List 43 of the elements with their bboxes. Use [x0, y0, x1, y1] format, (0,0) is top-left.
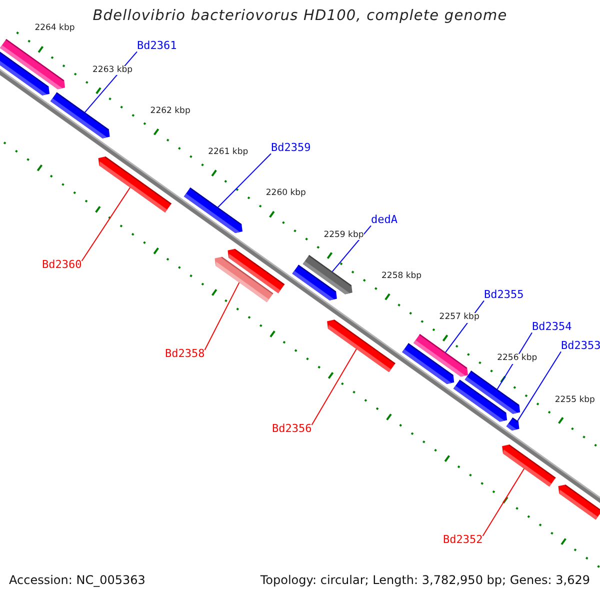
- position-label: 2263 kbp: [92, 66, 133, 76]
- gene-feature: [558, 484, 600, 520]
- gene-label: Bd2358: [165, 348, 205, 361]
- gene-feature: [327, 320, 396, 372]
- gene-feature: [506, 417, 520, 430]
- position-label: 2259 kbp: [324, 230, 364, 240]
- position-label: 2261 kbp: [208, 148, 248, 158]
- gene-feature: [402, 343, 454, 384]
- leader-line: [204, 282, 240, 350]
- position-label: 2257 kbp: [439, 313, 480, 323]
- leader-line: [81, 187, 131, 262]
- gene-label: dedA: [371, 214, 398, 227]
- gene-label: Bd2360: [42, 259, 82, 272]
- gene-label: Bd2352: [443, 534, 483, 547]
- gene-feature: [184, 187, 242, 234]
- accession-text: Accession: NC_005363: [9, 574, 146, 588]
- gene-label: Bd2353: [561, 340, 600, 353]
- position-label: 2260 kbp: [266, 189, 306, 200]
- gene-feature: [50, 92, 110, 138]
- gene-label: Bd2355: [484, 289, 524, 302]
- position-label: 2262 kbp: [150, 106, 190, 117]
- gene-feature: [453, 380, 508, 422]
- genome-summary-text: Topology: circular; Length: 3,782,950 bp; Genes: 3,629: [260, 574, 590, 588]
- gene-feature: [214, 256, 274, 302]
- gene-label: Bd2359: [271, 142, 311, 155]
- gene-label: Bd2354: [532, 321, 572, 334]
- position-label: 2258 kbp: [382, 272, 422, 282]
- gene-label: Bd2356: [272, 423, 312, 436]
- gene-feature: [98, 156, 172, 212]
- leader-line: [218, 153, 272, 208]
- leader-line: [84, 51, 138, 113]
- leader-line: [517, 351, 562, 422]
- leader-line: [482, 468, 525, 536]
- gene-label: Bd2361: [137, 40, 177, 53]
- leader-line: [332, 225, 372, 272]
- position-label: 2255 kbp: [554, 396, 595, 406]
- gene-feature: [502, 444, 556, 487]
- position-label: 2264 kbp: [34, 24, 75, 34]
- gene-feature: [0, 50, 50, 96]
- position-label: 2256 kbp: [497, 354, 538, 364]
- gene-feature: [292, 264, 337, 300]
- title: Bdellovibrio bacteriovorus HD100, complete genome: [92, 8, 508, 25]
- leader-line: [311, 348, 357, 426]
